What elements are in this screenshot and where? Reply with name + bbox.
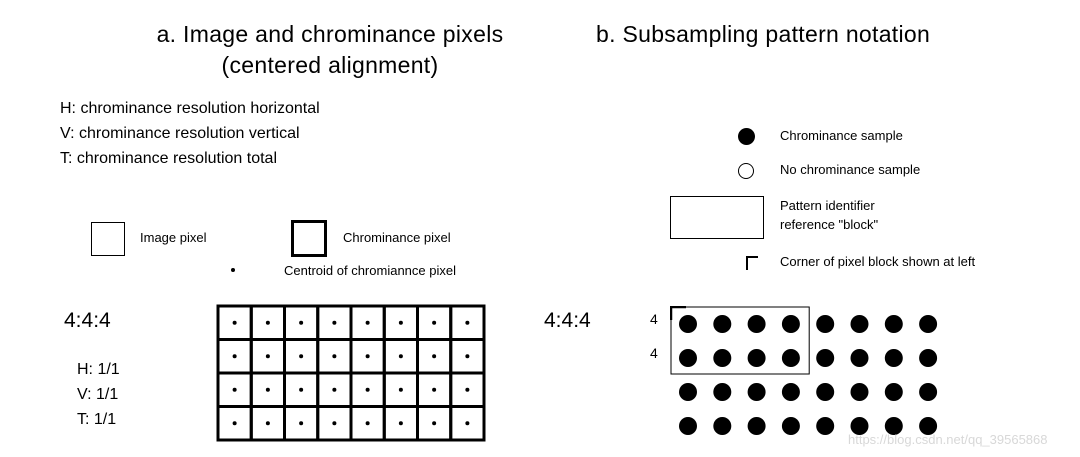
chrominance-sample-dot bbox=[919, 315, 938, 333]
centroid-dot bbox=[398, 387, 403, 392]
chrominance-sample-dot bbox=[747, 349, 766, 367]
definition-vertical: V: chrominance resolution vertical bbox=[60, 125, 300, 142]
chrominance-sample-dot bbox=[816, 349, 835, 367]
centroid-dot bbox=[299, 387, 304, 392]
centroid-dot bbox=[365, 354, 370, 359]
right-ratio-label: 4:4:4 bbox=[544, 309, 591, 332]
corner-marker-legend-icon bbox=[746, 256, 758, 270]
chrominance-sample-dot bbox=[713, 383, 732, 401]
centroid-dot bbox=[332, 421, 337, 426]
pattern-reference-block bbox=[670, 306, 810, 375]
block-height-label: 4 bbox=[650, 345, 658, 361]
centroid-dot bbox=[299, 421, 304, 426]
chrominance-pixel-legend-box bbox=[291, 220, 327, 257]
chrominance-sample-dot bbox=[850, 417, 869, 435]
watermark: https://blog.csdn.net/qq_39565868 bbox=[848, 432, 1048, 447]
centroid-dot bbox=[232, 421, 237, 426]
centroid-dot bbox=[265, 354, 270, 359]
centroid-dot bbox=[365, 320, 370, 325]
centroid-dot bbox=[365, 421, 370, 426]
chrominance-sample-dot bbox=[919, 417, 938, 435]
centroid-dot bbox=[398, 421, 403, 426]
chrominance-sample-dot bbox=[781, 349, 800, 367]
centroid-dot bbox=[432, 421, 437, 426]
chrominance-sample-dot bbox=[747, 417, 766, 435]
centroid-dot bbox=[299, 354, 304, 359]
pattern-block-legend-line1: Pattern identifier bbox=[780, 198, 875, 213]
chrominance-sample-dot bbox=[884, 349, 903, 367]
definition-total: T: chrominance resolution total bbox=[60, 150, 277, 167]
chrominance-sample-dot bbox=[713, 315, 732, 333]
centroid-dot bbox=[432, 354, 437, 359]
chrominance-sample-dot bbox=[884, 315, 903, 333]
centroid-dot bbox=[332, 320, 337, 325]
chrominance-sample-dot bbox=[816, 417, 835, 435]
title-a-line2: (centered alignment) bbox=[221, 52, 439, 78]
centroid-dot bbox=[465, 320, 470, 325]
centroid-dot bbox=[432, 320, 437, 325]
chrominance-sample-dot bbox=[919, 383, 938, 401]
block-width-label: 4 bbox=[650, 311, 658, 327]
definition-horizontal: H: chrominance resolution horizontal bbox=[60, 100, 320, 117]
centroid-dot bbox=[265, 320, 270, 325]
centroid-legend-label: Centroid of chromiannce pixel bbox=[284, 263, 456, 278]
chrominance-sample-dot bbox=[679, 349, 697, 367]
chrominance-sample-dot bbox=[884, 383, 903, 401]
chrominance-pixel-cell bbox=[449, 405, 486, 442]
chrominance-sample-dot bbox=[884, 417, 903, 435]
centroid-dot bbox=[332, 354, 337, 359]
chrominance-sample-dot bbox=[816, 383, 835, 401]
centroid-dot bbox=[432, 387, 437, 392]
chrominance-sample-dot bbox=[850, 349, 869, 367]
title-b: b. Subsampling pattern notation bbox=[596, 21, 931, 47]
chrominance-pixel-grid bbox=[216, 304, 486, 442]
chrominance-sample-legend-dot bbox=[738, 128, 755, 145]
centroid-dot bbox=[299, 320, 304, 325]
chrominance-sample-dot bbox=[850, 383, 869, 401]
centroid-dot bbox=[232, 320, 237, 325]
title-a: a. Image and chrominance pixels (centere… bbox=[0, 19, 660, 81]
image-pixel-legend-label: Image pixel bbox=[140, 230, 207, 245]
chrominance-sample-dot bbox=[919, 349, 938, 367]
chrominance-sample-legend-label: Chrominance sample bbox=[780, 128, 903, 143]
corner-legend-label: Corner of pixel block shown at left bbox=[780, 254, 976, 269]
chrominance-sample-dot bbox=[713, 349, 732, 367]
left-v-value: V: 1/1 bbox=[77, 386, 119, 403]
subsampling-pattern-grid bbox=[670, 306, 938, 435]
pattern-block-legend-box bbox=[670, 196, 764, 239]
centroid-dot bbox=[232, 387, 237, 392]
chrominance-sample-dot bbox=[679, 315, 697, 333]
title-a-line1: a. Image and chrominance pixels bbox=[156, 21, 504, 47]
chrominance-sample-dot bbox=[781, 417, 800, 435]
centroid-dot bbox=[398, 354, 403, 359]
centroid-legend-dot bbox=[231, 268, 235, 272]
centroid-dot bbox=[465, 387, 470, 392]
chrominance-sample-dot bbox=[747, 383, 766, 401]
centroid-dot bbox=[265, 387, 270, 392]
centroid-dot bbox=[332, 387, 337, 392]
centroid-dot bbox=[365, 387, 370, 392]
left-t-value: T: 1/1 bbox=[77, 411, 117, 428]
chrominance-sample-dot bbox=[679, 417, 697, 435]
chrominance-sample-dot bbox=[781, 315, 800, 333]
chrominance-pixel-legend-label: Chrominance pixel bbox=[343, 230, 451, 245]
centroid-dot bbox=[465, 421, 470, 426]
pattern-block-legend-line2: reference "block" bbox=[780, 217, 879, 232]
left-h-value: H: 1/1 bbox=[77, 361, 120, 378]
chrominance-sample-dot bbox=[781, 383, 800, 401]
centroid-dot bbox=[232, 354, 237, 359]
no-chrominance-sample-legend-circle bbox=[738, 163, 754, 179]
centroid-dot bbox=[398, 320, 403, 325]
corner-marker-icon bbox=[670, 306, 686, 320]
centroid-dot bbox=[265, 421, 270, 426]
chrominance-sample-dot bbox=[713, 417, 732, 435]
chrominance-sample-dot bbox=[816, 315, 835, 333]
no-chrominance-sample-legend-label: No chrominance sample bbox=[780, 162, 921, 177]
chrominance-sample-dot bbox=[679, 383, 697, 401]
chrominance-sample-dot bbox=[850, 315, 869, 333]
image-pixel-legend-box bbox=[91, 222, 125, 256]
left-ratio-label: 4:4:4 bbox=[64, 309, 111, 332]
centroid-dot bbox=[465, 354, 470, 359]
chrominance-sample-dot bbox=[747, 315, 766, 333]
